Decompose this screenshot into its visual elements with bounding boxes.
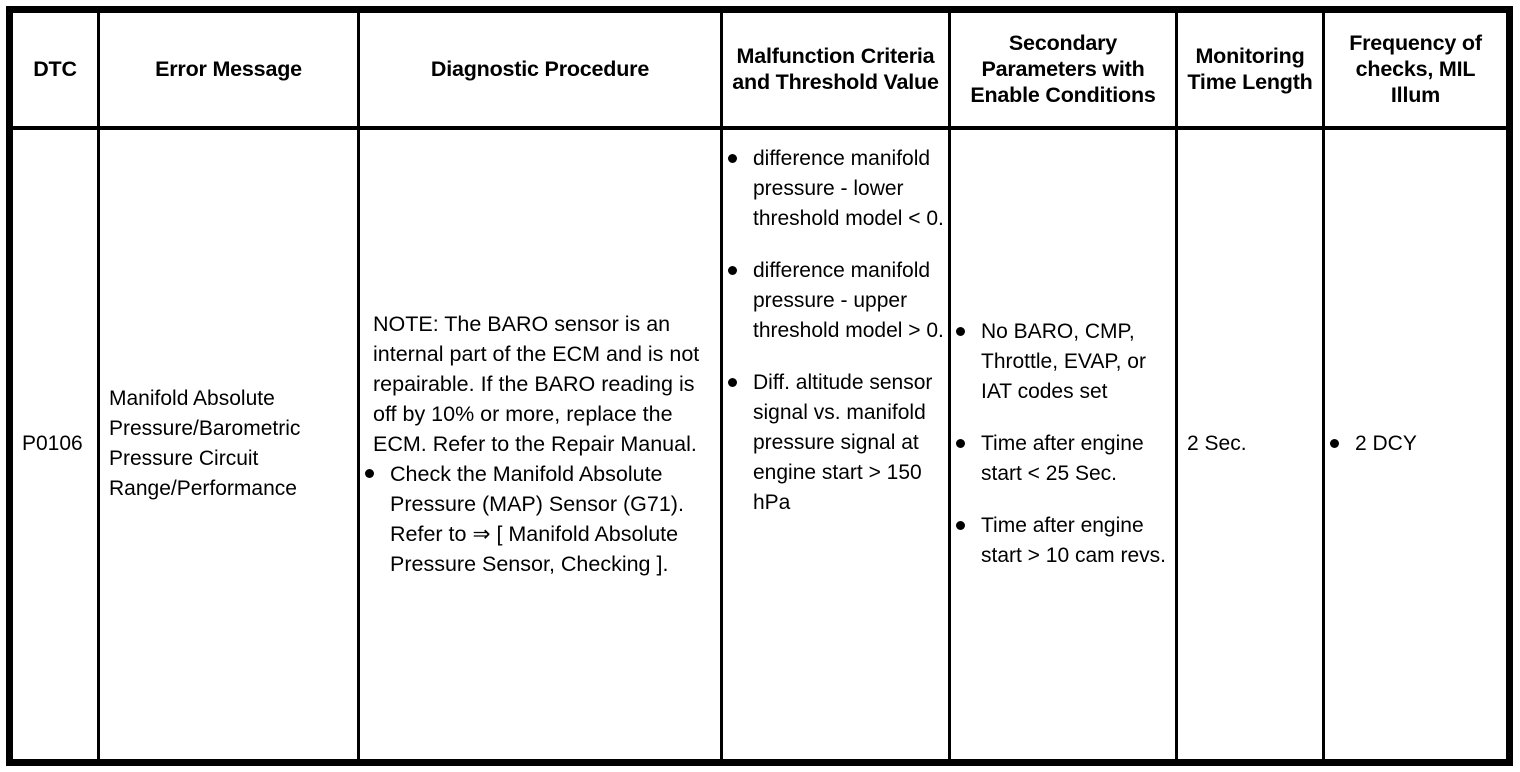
bullet-icon: [365, 469, 374, 479]
bullet-icon: [728, 377, 737, 387]
list-item: Diff. altitude sensor signal vs. manifol…: [723, 368, 948, 518]
column-header-frequency-of-checks: Frequency of checks, MIL Illum: [1323, 9, 1510, 130]
column-header-dtc: DTC: [9, 9, 100, 130]
diagnostic-step-text: Check the Manifold Absolute Pressure (MA…: [390, 462, 684, 577]
bullet-icon: [1330, 439, 1339, 449]
table-body: P0106 Manifold Absolute Pressure/Baromet…: [9, 127, 1510, 763]
column-header-secondary-parameters: Secondary Parameters with Enable Conditi…: [949, 9, 1178, 130]
monitoring-time-length-value: 2 Sec.: [1187, 432, 1247, 456]
bullet-icon: [728, 265, 737, 275]
cell-malfunction-criteria: difference manifold pressure - lower thr…: [721, 127, 951, 763]
secondary-parameter-text: No BARO, CMP, Throttle, EVAP, or IAT cod…: [981, 320, 1146, 404]
cell-dtc: P0106: [9, 127, 100, 763]
column-header-monitoring-time-length: Monitoring Time Length: [1176, 9, 1325, 130]
cell-diagnostic-procedure: NOTE: The BARO sensor is an internal par…: [358, 127, 723, 763]
frequency-of-checks-list: 2 DCY: [1325, 429, 1506, 459]
column-header-error-message: Error Message: [98, 9, 360, 130]
cell-frequency-of-checks: 2 DCY: [1324, 128, 1510, 763]
cell-error-message: Manifold Absolute Pressure/Barometric Pr…: [98, 127, 360, 763]
bullet-icon: [956, 439, 965, 449]
table-row: P0106 Manifold Absolute Pressure/Baromet…: [9, 127, 1510, 763]
malfunction-criteria-list: difference manifold pressure - lower thr…: [723, 144, 948, 518]
dtc-diagnostic-table: DTC Error Message Diagnostic Procedure M…: [6, 6, 1513, 766]
list-item: Time after engine start < 25 Sec.: [951, 429, 1175, 489]
dtc-code-value: P0106: [22, 432, 83, 456]
header-row: DTC Error Message Diagnostic Procedure M…: [9, 9, 1510, 130]
bullet-icon: [728, 153, 737, 163]
error-message-value: Manifold Absolute Pressure/Barometric Pr…: [109, 387, 301, 501]
diagnostic-steps-list: Check the Manifold Absolute Pressure (MA…: [360, 459, 720, 579]
cell-monitoring-time-length: 2 Sec.: [1176, 127, 1325, 763]
malfunction-criteria-text: Diff. altitude sensor signal vs. manifol…: [753, 370, 933, 514]
malfunction-criteria-text: difference manifold pressure - lower thr…: [753, 146, 944, 230]
column-header-malfunction-criteria: Malfunction Criteria and Threshold Value: [721, 9, 951, 130]
list-item: Check the Manifold Absolute Pressure (MA…: [360, 459, 720, 579]
list-item: Time after engine start > 10 cam revs.: [951, 511, 1175, 571]
list-item: difference manifold pressure - lower thr…: [723, 144, 948, 234]
column-header-diagnostic-procedure: Diagnostic Procedure: [358, 9, 723, 130]
list-item: 2 DCY: [1325, 429, 1506, 459]
secondary-parameter-text: Time after engine start < 25 Sec.: [981, 432, 1144, 486]
cell-secondary-parameters: No BARO, CMP, Throttle, EVAP, or IAT cod…: [949, 127, 1178, 763]
malfunction-criteria-text: difference manifold pressure - upper thr…: [753, 258, 944, 342]
table-header: DTC Error Message Diagnostic Procedure M…: [9, 9, 1510, 130]
secondary-parameters-list: No BARO, CMP, Throttle, EVAP, or IAT cod…: [951, 317, 1175, 571]
list-item: No BARO, CMP, Throttle, EVAP, or IAT cod…: [951, 317, 1175, 407]
secondary-parameter-text: Time after engine start > 10 cam revs.: [981, 514, 1166, 568]
diagnostic-note-text: NOTE: The BARO sensor is an internal par…: [373, 312, 700, 457]
bullet-icon: [956, 521, 965, 531]
list-item: difference manifold pressure - upper thr…: [723, 256, 948, 346]
bullet-icon: [956, 327, 965, 337]
frequency-of-checks-text: 2 DCY: [1355, 432, 1417, 456]
